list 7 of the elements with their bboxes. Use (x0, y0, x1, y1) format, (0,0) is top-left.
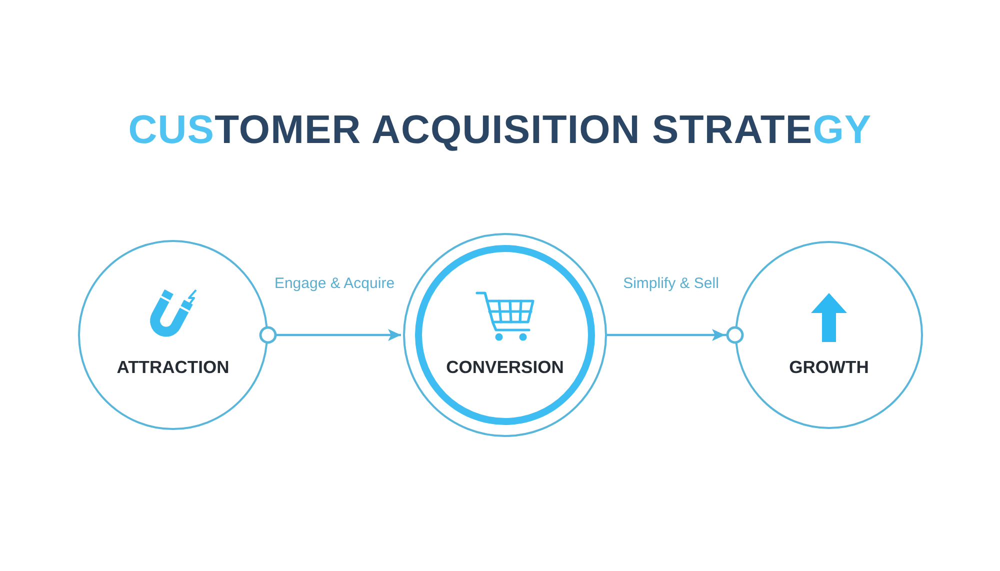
arrow (607, 326, 744, 344)
node-label: ATTRACTION (116, 356, 230, 378)
arrow (259, 326, 401, 344)
node-label: GROWTH (789, 356, 869, 378)
node-label: CONVERSION (446, 356, 564, 378)
edge-label: Simplify & Sell (621, 275, 721, 293)
title: CUSTOMER ACQUISITION STRATEGY (128, 107, 872, 154)
